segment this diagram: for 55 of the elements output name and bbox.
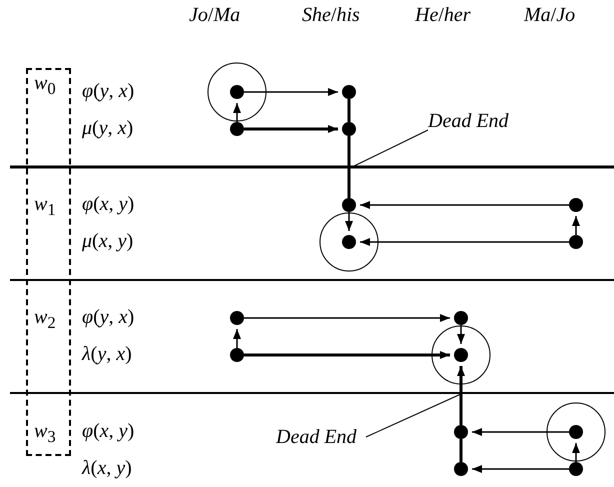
arrow [472, 428, 569, 436]
arrow [233, 329, 241, 348]
formula-label: φ(x, y) [82, 193, 134, 215]
leader-line [366, 394, 462, 438]
point-marker [569, 198, 583, 212]
arrow [572, 216, 580, 235]
point-marker [454, 425, 468, 439]
connector-line [460, 439, 462, 462]
point-marker [454, 311, 468, 325]
column-header: Ma/Jo [524, 4, 576, 26]
point-marker [569, 425, 583, 439]
point-marker [454, 462, 468, 476]
point-marker [569, 235, 583, 249]
arrow [457, 325, 465, 344]
formula-label: λ(y, x) [82, 343, 132, 365]
arrow [457, 366, 465, 425]
formula-label: φ(x, y) [82, 420, 134, 442]
arrow [244, 125, 338, 133]
arrow [345, 212, 353, 231]
formula-label: φ(y, x) [82, 80, 134, 102]
world-label: w$_{0}$ [34, 72, 56, 100]
point-marker [342, 85, 356, 99]
arrow [244, 88, 338, 96]
arrow [472, 465, 569, 473]
world-label: w$_{2}$ [34, 306, 56, 334]
point-marker [230, 311, 244, 325]
leader-line [352, 130, 428, 168]
world-label: w$_{1}$ [34, 193, 56, 221]
point-marker [342, 198, 356, 212]
connector-line [348, 99, 350, 122]
formula-label: λ(x, y) [82, 457, 132, 479]
arrow [360, 201, 569, 209]
arrow [233, 103, 241, 122]
column-header: She/his [302, 4, 360, 26]
formula-label: μ(y, x) [82, 117, 134, 139]
arrow [360, 238, 569, 246]
point-marker [230, 85, 244, 99]
point-marker [569, 462, 583, 476]
formula-label: φ(y, x) [82, 306, 134, 328]
point-marker [454, 348, 468, 362]
dashed-box [26, 68, 71, 456]
column-header: He/her [415, 4, 471, 26]
arrow [572, 443, 580, 462]
point-marker [230, 122, 244, 136]
connector-line [348, 136, 350, 198]
annotation-text: Dead End [276, 426, 357, 448]
point-marker [342, 122, 356, 136]
arrow [244, 314, 450, 322]
point-marker [230, 348, 244, 362]
arrow [244, 351, 450, 359]
formula-label: μ(x, y) [82, 230, 134, 252]
point-marker [342, 235, 356, 249]
column-header: Jo/Ma [189, 4, 240, 26]
annotation-text: Dead End [428, 110, 509, 132]
world-label: w$_{3}$ [34, 420, 56, 448]
